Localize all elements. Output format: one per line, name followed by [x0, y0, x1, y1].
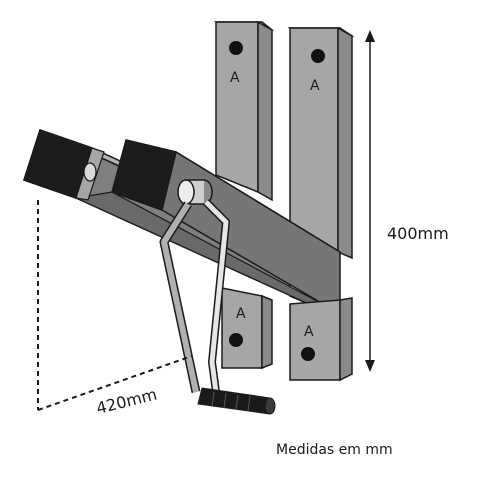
left-post-side-face: [257, 20, 273, 202]
rear-beam-pin-hole: [83, 162, 97, 182]
left-post-lower-hole: [229, 333, 243, 347]
right-post-lower-hole: [301, 347, 315, 361]
depth-horizontal-leader: [37, 355, 193, 411]
height-arrow-top: [365, 30, 375, 42]
crank-grip-end: [264, 397, 276, 415]
left-post-upper: A: [213, 20, 275, 202]
right-post-lower-side-face: [339, 297, 353, 382]
height-dimension: 400mm: [365, 30, 449, 372]
right-post-upper-label: A: [310, 78, 320, 94]
right-post-upper: A: [287, 26, 355, 260]
crank-grip: [197, 387, 271, 415]
left-post-lower: A: [221, 287, 273, 370]
right-post-side-face: [337, 26, 353, 260]
left-post-upper-label: A: [230, 70, 240, 86]
crank-handle: [159, 179, 276, 415]
height-arrow-bottom: [365, 360, 375, 372]
left-post-lower-front-face: [221, 287, 263, 369]
beam-end-caps: [23, 129, 177, 211]
right-post-lower-front-face: [289, 299, 341, 381]
left-post-lower-label: A: [236, 306, 246, 322]
units-caption: Medidas em mm: [276, 442, 393, 458]
right-post-lower: A: [289, 297, 353, 382]
right-post-lower-label: A: [304, 324, 314, 340]
front-beam-end-cap: [111, 139, 177, 211]
height-dimension-label: 400mm: [387, 224, 449, 243]
left-post-lower-side-face: [261, 294, 273, 370]
left-post-upper-hole: [229, 41, 243, 55]
depth-dimension-label: 420mm: [94, 385, 158, 418]
crank-hub-front: [177, 179, 195, 205]
right-post-upper-hole: [311, 49, 325, 63]
